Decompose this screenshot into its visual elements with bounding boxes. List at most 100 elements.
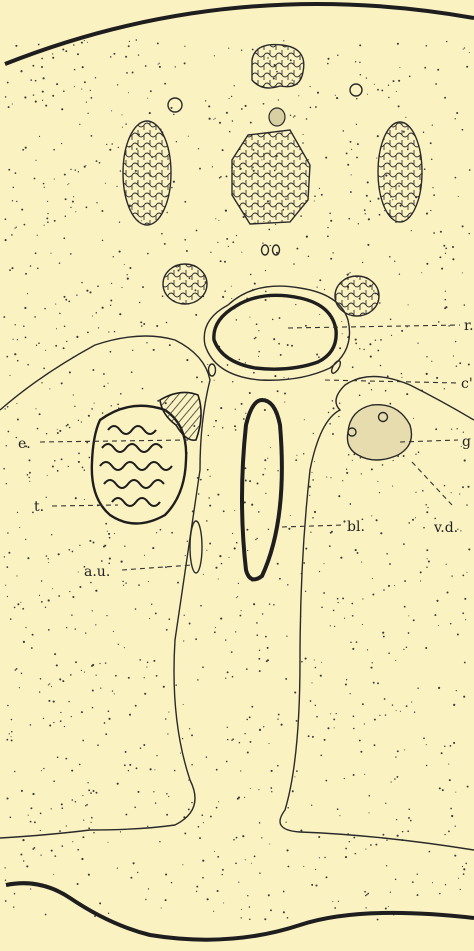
stipple-dot: [273, 604, 275, 606]
stipple-dot: [309, 495, 310, 496]
stipple-dot: [426, 373, 428, 375]
stipple-dot: [467, 486, 469, 488]
stipple-dot: [424, 168, 426, 170]
stipple-dot: [367, 244, 369, 246]
stipple-dot: [70, 207, 71, 208]
stipple-dot: [330, 532, 332, 534]
stipple-dot: [202, 666, 204, 668]
stipple-dot: [22, 839, 24, 841]
stipple-dot: [162, 295, 164, 297]
stipple-dot: [455, 177, 457, 179]
stipple-dot: [48, 562, 49, 563]
stipple-dot: [143, 323, 145, 325]
stipple-dot: [379, 214, 381, 216]
stipple-dot: [462, 574, 464, 576]
stipple-dot: [57, 432, 59, 434]
stipple-dot: [155, 802, 156, 803]
stipple-dot: [332, 252, 333, 253]
stipple-dot: [408, 615, 409, 616]
stipple-dot: [412, 881, 414, 883]
stipple-dot: [271, 791, 272, 792]
stipple-dot: [415, 454, 416, 455]
stipple-dot: [196, 376, 198, 378]
stipple-dot: [89, 291, 91, 293]
stipple-dot: [222, 874, 223, 875]
stipple-dot: [456, 365, 457, 366]
stipple-dot: [466, 66, 468, 68]
stipple-dot: [89, 540, 91, 542]
stipple-dot: [143, 744, 145, 746]
stipple-dot: [385, 714, 386, 715]
stipple-dot: [20, 854, 22, 856]
stipple-dot: [140, 747, 142, 749]
stipple-dot: [432, 187, 433, 188]
stipple-dot: [114, 331, 115, 332]
stipple-dot: [66, 627, 67, 628]
stipple-dot: [207, 364, 208, 365]
stipple-dot: [346, 472, 348, 474]
stipple-dot: [439, 256, 441, 258]
stipple-dot: [412, 519, 414, 521]
stipple-dot: [426, 765, 427, 766]
stipple-dot: [32, 634, 34, 636]
stipple-dot: [14, 353, 16, 355]
stipple-dot: [148, 581, 149, 582]
stipple-dot: [364, 209, 366, 211]
stipple-dot: [99, 663, 100, 664]
stipple-dot: [395, 756, 396, 757]
stipple-dot: [10, 618, 12, 620]
stipple-dot: [214, 380, 215, 381]
stipple-dot: [168, 712, 169, 713]
stipple-dot: [201, 381, 203, 383]
stipple-dot: [360, 74, 362, 76]
stipple-dot: [278, 343, 280, 345]
stipple-dot: [244, 467, 246, 469]
stipple-dot: [334, 626, 335, 627]
stipple-dot: [345, 848, 347, 850]
stipple-dot: [77, 53, 79, 55]
stipple-dot: [73, 394, 74, 395]
stipple-dot: [120, 393, 122, 395]
stipple-dot: [390, 319, 392, 321]
stipple-dot: [373, 682, 375, 684]
stipple-dot: [247, 752, 249, 754]
stipple-dot: [198, 148, 199, 149]
stipple-dot: [217, 890, 219, 892]
stipple-dot: [404, 606, 406, 608]
stipple-dot: [313, 433, 314, 434]
stipple-dot: [51, 534, 52, 535]
stipple-dot: [465, 863, 467, 865]
stipple-dot: [59, 830, 61, 832]
small-vessel: [262, 245, 269, 255]
stipple-dot: [68, 701, 69, 702]
stipple-dot: [397, 835, 399, 837]
stipple-dot: [287, 344, 289, 346]
stipple-dot: [352, 615, 354, 617]
stipple-dot: [413, 418, 414, 419]
stipple-dot: [58, 553, 60, 555]
stipple-dot: [330, 258, 332, 260]
stipple-dot: [277, 390, 279, 392]
stipple-dot: [166, 814, 168, 816]
stipple-dot: [155, 612, 157, 614]
stipple-dot: [311, 805, 312, 806]
stipple-dot: [250, 788, 251, 789]
stipple-dot: [64, 326, 66, 328]
stipple-dot: [202, 860, 204, 862]
stipple-dot: [315, 106, 317, 108]
stipple-dot: [329, 213, 331, 215]
stipple-dot: [401, 377, 402, 378]
stipple-dot: [411, 230, 412, 231]
stipple-dot: [84, 469, 86, 471]
stipple-dot: [141, 325, 143, 327]
stipple-dot: [259, 650, 260, 651]
stipple-dot: [56, 664, 58, 666]
stipple-dot: [295, 304, 296, 305]
stipple-dot: [413, 619, 415, 621]
stipple-dot: [71, 614, 72, 615]
stipple-dot: [255, 337, 257, 339]
stipple-dot: [361, 473, 362, 474]
stipple-dot: [393, 460, 394, 461]
stipple-dot: [367, 649, 368, 650]
stipple-dot: [226, 112, 228, 114]
